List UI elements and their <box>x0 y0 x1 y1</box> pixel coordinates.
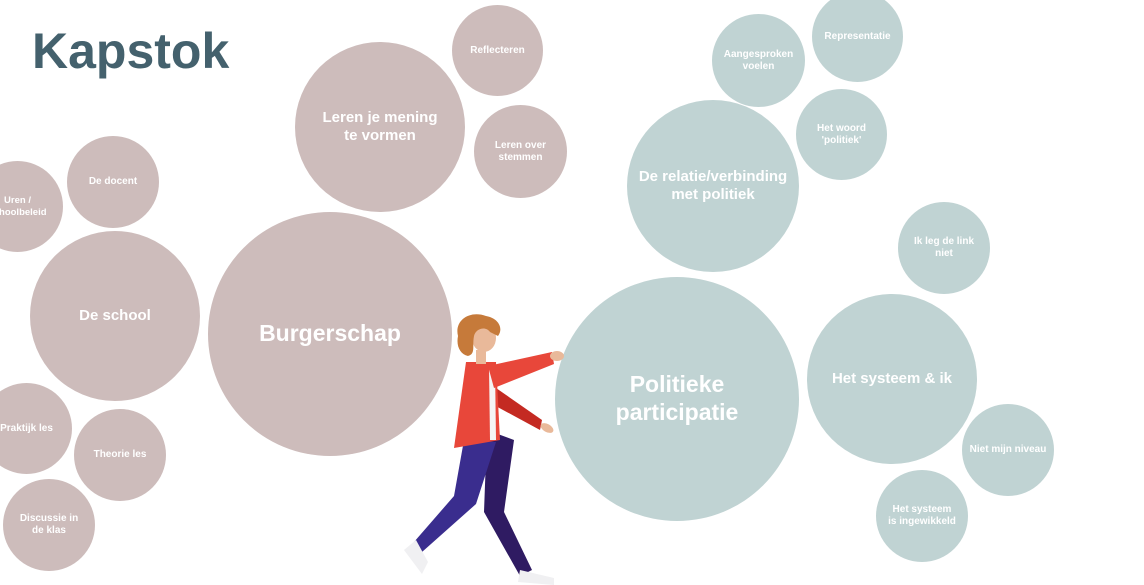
bubble-label: Leren je mening te vormen <box>322 109 438 144</box>
person-pushing-illustration <box>404 314 564 585</box>
bubble-burgerschap: Burgerschap <box>208 212 452 456</box>
bubble-label: Theorie les <box>93 449 147 460</box>
bubble-theorie: Theorie les <box>74 409 166 501</box>
bubble-label: Aangesproken voelen <box>723 48 794 72</box>
bubble-uren: Uren / schoolbeleid <box>0 161 63 252</box>
bubble-label: Ik leg de link niet <box>913 236 975 259</box>
bubble-de-school: De school <box>30 231 200 401</box>
bubble-systeem-ik: Het systeem & ik <box>807 294 977 464</box>
bubble-label: Representatie <box>824 30 891 42</box>
bubble-link-niet: Ik leg de link niet <box>898 202 990 294</box>
bubble-leren-stemmen: Leren over stemmen <box>474 105 567 198</box>
bubble-label: Reflecteren <box>470 44 525 56</box>
bubble-label: Niet mijn niveau <box>969 444 1047 455</box>
bubble-systeem-ingewikkeld: Het systeem is ingewikkeld <box>876 470 968 562</box>
bubble-label: Burgerschap <box>259 320 401 347</box>
bubble-label: Het systeem is ingewikkeld <box>888 504 956 527</box>
bubble-label: De school <box>79 307 151 324</box>
bubble-aangesproken: Aangesproken voelen <box>712 14 805 107</box>
bubble-praktijk: Praktijk les <box>0 383 72 474</box>
bubble-niet-mijn-niveau: Niet mijn niveau <box>962 404 1054 496</box>
bubble-de-docent: De docent <box>67 136 159 228</box>
bubble-discussie: Discussie in de klas <box>3 479 95 571</box>
bubble-relatie: De relatie/verbinding met politiek <box>627 100 799 272</box>
bubble-label: Politieke participatie <box>615 371 739 425</box>
bubble-label: Het woord 'politiek' <box>817 122 866 146</box>
bubble-label: De relatie/verbinding met politiek <box>638 168 788 203</box>
page-title: Kapstok <box>32 23 230 79</box>
bubble-representatie: Representatie <box>812 0 903 82</box>
bubble-reflecteren: Reflecteren <box>452 5 543 96</box>
bubble-label: Praktijk les <box>0 422 53 434</box>
bubble-label: Discussie in de klas <box>19 513 79 536</box>
bubble-label: De docent <box>88 176 138 187</box>
bubble-woord-politiek: Het woord 'politiek' <box>796 89 887 180</box>
bubble-label: Het systeem & ik <box>831 370 953 387</box>
bubble-label: Leren over stemmen <box>494 139 547 163</box>
bubble-label: Uren / schoolbeleid <box>0 195 47 218</box>
bubble-leren-mening: Leren je mening te vormen <box>295 42 465 212</box>
bubble-politieke-participatie: Politieke participatie <box>555 277 799 521</box>
